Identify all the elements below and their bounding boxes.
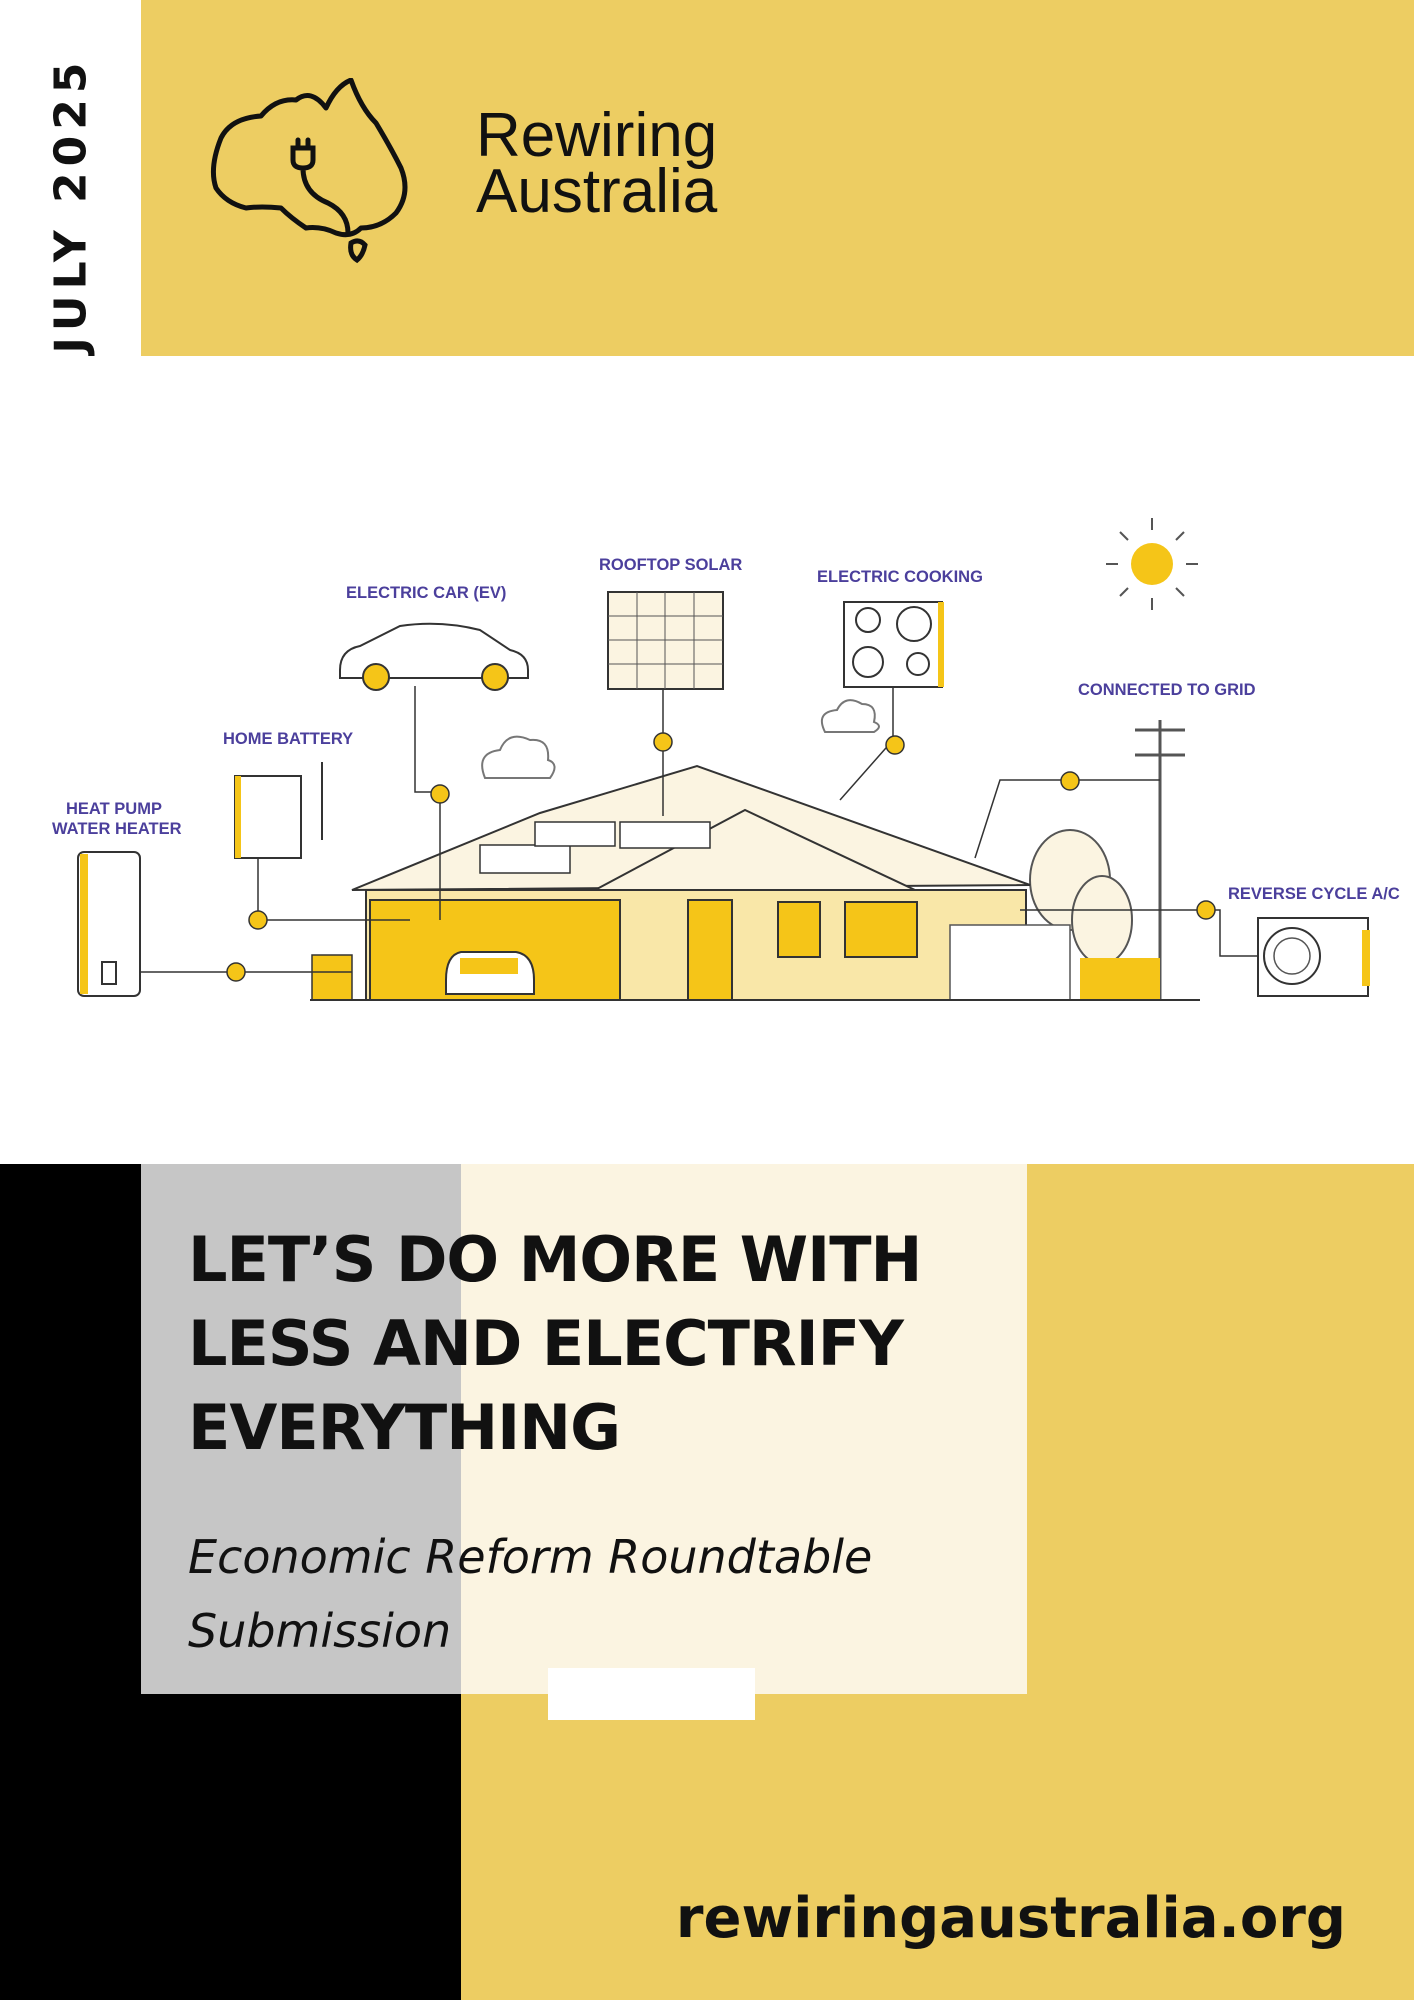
label-electric-car: ELECTRIC CAR (EV) [346, 584, 506, 602]
electric-car-icon [339, 622, 529, 691]
ac-unit-icon [1257, 917, 1370, 997]
label-connected-grid: CONNECTED TO GRID [1078, 681, 1256, 699]
label-reverse-cycle: REVERSE CYCLE A/C [1228, 885, 1400, 903]
electrified-home-illustration: HEAT PUMP WATER HEATER HOME BATTERY ELEC… [52, 518, 1400, 1001]
sun-icon [1106, 518, 1198, 610]
cloud-icon [481, 735, 556, 779]
label-rooftop-solar: ROOFTOP SOLAR [599, 556, 742, 574]
label-water-heater: WATER HEATER [52, 820, 182, 838]
label-heat-pump: HEAT PUMP [66, 800, 162, 818]
date-strip: JULY 2025 [0, 0, 141, 356]
connection-lines [140, 686, 1258, 973]
logo-line-1: Rewiring [476, 101, 718, 170]
document-title: LET’S DO MORE WITH LESS AND ELECTRIFY EV… [188, 1223, 922, 1464]
water-heater-icon [77, 851, 141, 997]
cloud-icon [821, 699, 880, 733]
cooktop-icon [843, 601, 944, 688]
label-home-battery: HOME BATTERY [223, 730, 353, 748]
rewiring-australia-logo: Rewiring Australia [201, 77, 761, 268]
power-pole-icon [1135, 720, 1185, 1000]
publication-date: JULY 2025 [45, 56, 96, 354]
australia-plug-icon [210, 77, 408, 264]
white-notch [548, 1668, 755, 1720]
website-link[interactable]: rewiringaustralia.org [675, 1886, 1346, 1951]
label-electric-cooking: ELECTRIC COOKING [817, 568, 983, 586]
solar-panel-icon [607, 591, 724, 690]
document-subtitle: Economic Reform Roundtable Submission [188, 1530, 873, 1658]
home-battery-icon [234, 762, 323, 859]
header-band: Rewiring Australia [141, 0, 1414, 356]
house-icon [310, 764, 1200, 1001]
title-card-grey [141, 1164, 461, 1694]
logo-line-2: Australia [476, 157, 718, 226]
lightning-node-icon [226, 732, 1216, 982]
title-card-cream [461, 1164, 1027, 1694]
tree-icon [1071, 875, 1133, 965]
logo-wordmark: Rewiring Australia [476, 101, 718, 226]
